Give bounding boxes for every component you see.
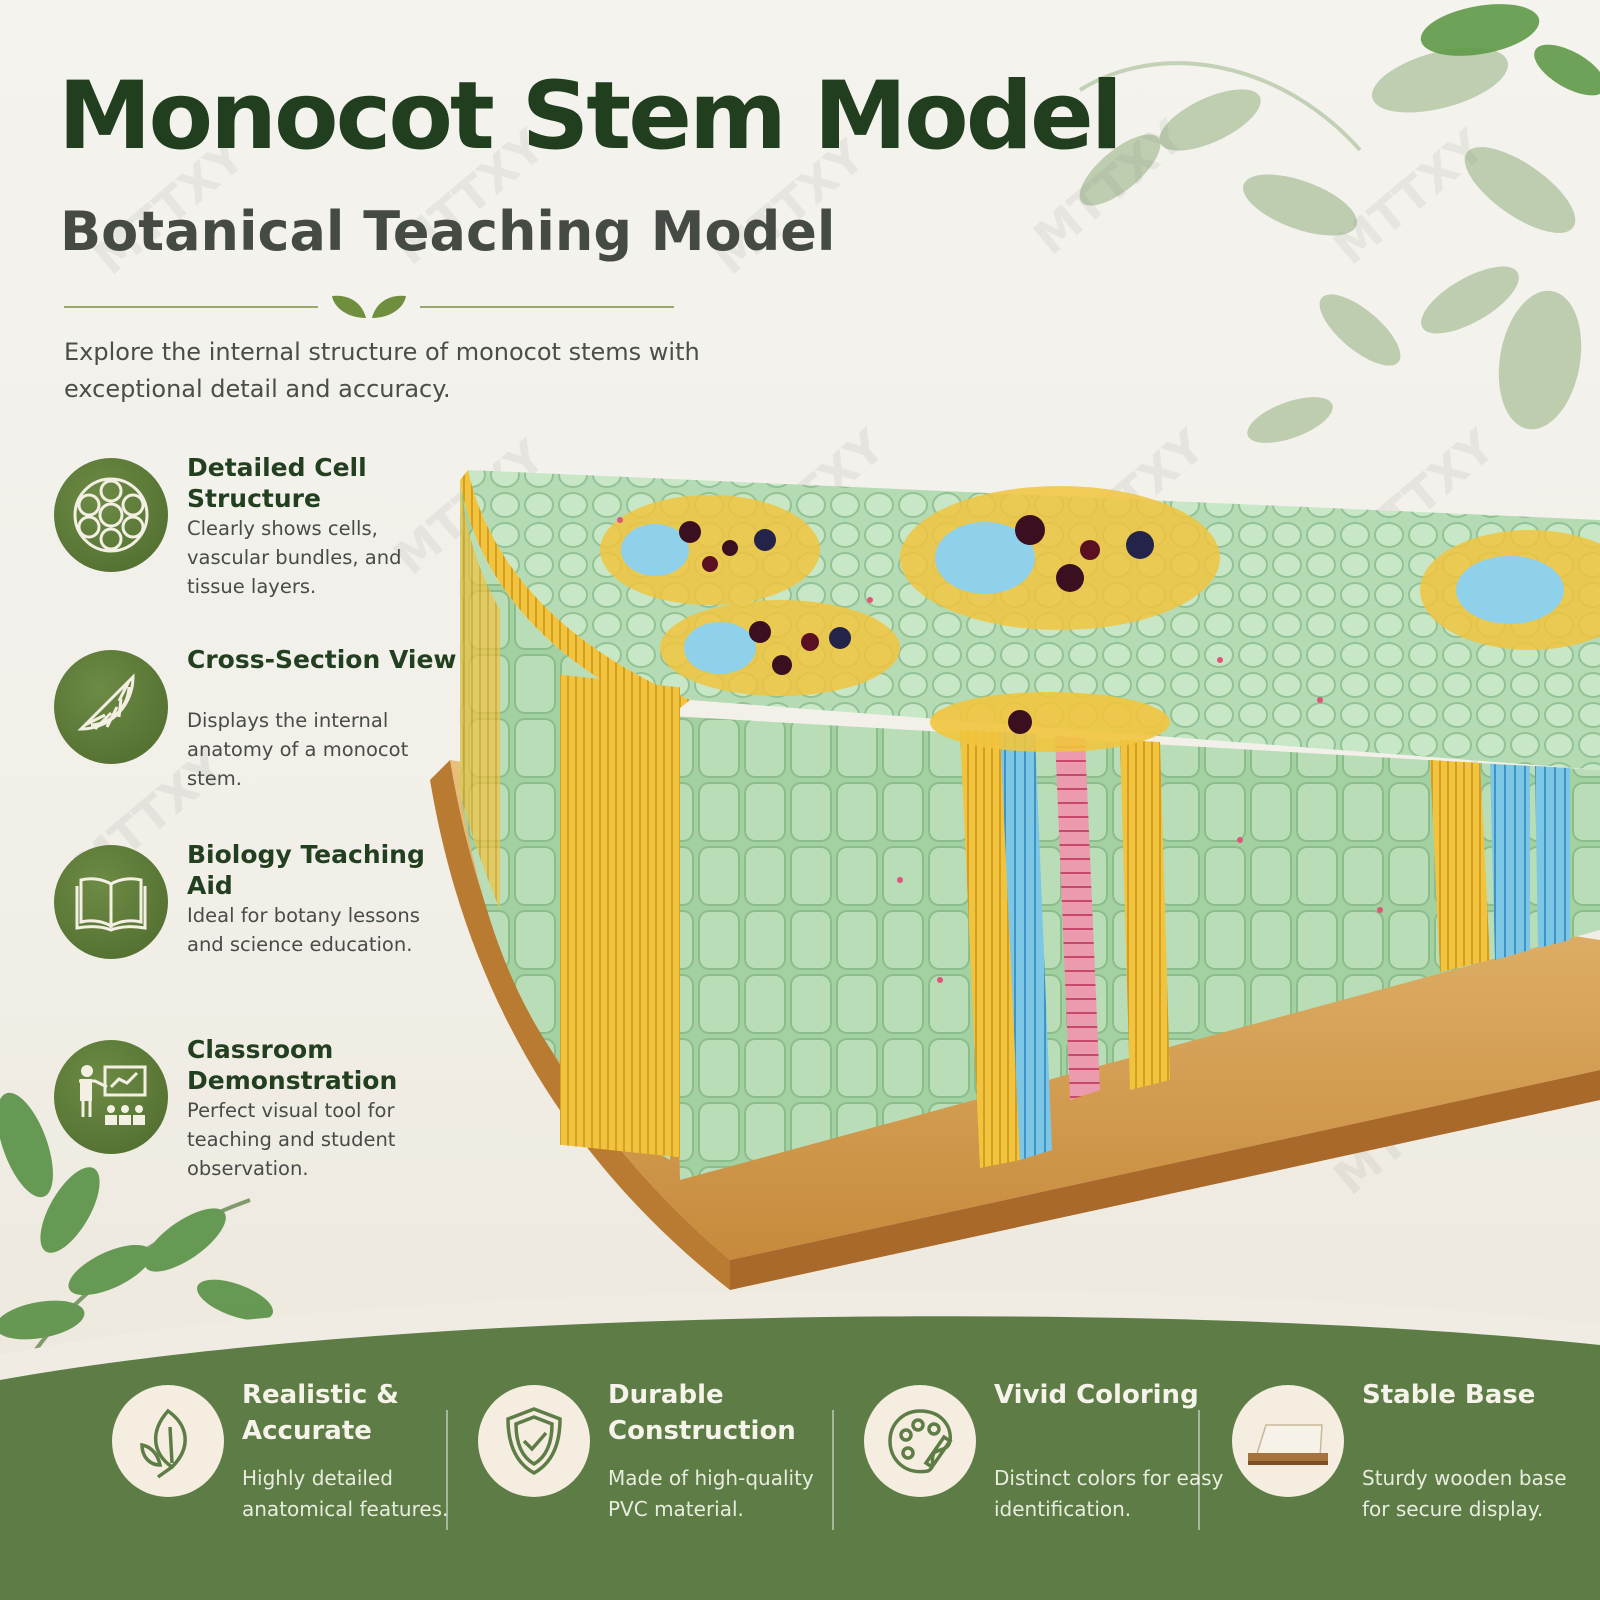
bottom-band-background — [0, 1290, 1600, 1600]
feature-classroom-demonstration: Classroom Demonstration Perfect visual t… — [54, 1035, 474, 1220]
bottom-feature-vivid-coloring: Vivid Coloring Distinct colors for easy … — [864, 1380, 1224, 1535]
leaf-icon — [140, 1408, 187, 1479]
feature-title: Biology Teaching Aid — [187, 840, 425, 900]
feature-description: Clearly shows cells, vascular bundles, a… — [187, 517, 402, 598]
bottom-feature-stable-base: Stable Base Sturdy wooden base for secur… — [1232, 1380, 1592, 1535]
monocot-stem-model-image — [430, 470, 1600, 1290]
cell-structure-icon — [73, 477, 149, 553]
bottom-feature-title: Realistic & Accurate — [242, 1380, 399, 1446]
feature-description: Displays the internal anatomy of a monoc… — [187, 709, 409, 790]
palette-icon — [888, 1409, 953, 1474]
vascular-bundle — [600, 495, 820, 605]
bottom-feature-realistic-accurate: Realistic & Accurate Highly detailed ana… — [112, 1380, 472, 1535]
leaf-pair-icon — [332, 295, 406, 318]
title-divider — [64, 292, 674, 322]
feature-biology-teaching-aid: Biology Teaching Aid Ideal for botany le… — [54, 840, 474, 1025]
bottom-feature-title: Stable Base — [1362, 1380, 1536, 1410]
bottom-feature-description: Highly detailed anatomical features. — [242, 1466, 449, 1521]
cross-section-icon — [77, 673, 135, 731]
bottom-feature-durable-construction: Durable Construction Made of high-qualit… — [478, 1380, 838, 1535]
feature-description: Ideal for botany lessons and science edu… — [187, 904, 420, 956]
watermark: MTTXY — [1323, 118, 1495, 276]
bottom-feature-description: Sturdy wooden base for secure display. — [1362, 1466, 1567, 1521]
feature-detailed-cell-structure: Detailed Cell Structure Clearly shows ce… — [54, 453, 474, 638]
bottom-feature-title: Vivid Coloring — [994, 1380, 1199, 1410]
feature-cross-section-view: Cross-Section View Displays the internal… — [54, 645, 474, 830]
book-icon — [75, 877, 147, 932]
feature-title: Classroom Demonstration — [187, 1035, 398, 1095]
intro-text: Explore the internal structure of monoco… — [64, 338, 700, 403]
bottom-divider — [832, 1410, 834, 1530]
shield-check-icon — [506, 1407, 562, 1476]
page-title: Monocot Stem Model — [58, 62, 1123, 171]
bottom-divider — [1198, 1410, 1200, 1530]
bottom-feature-title: Durable Construction — [608, 1380, 796, 1446]
page-subtitle: Botanical Teaching Model — [60, 200, 836, 263]
feature-title: Cross-Section View — [187, 645, 457, 674]
wooden-base-icon — [1248, 1424, 1328, 1465]
feature-description: Perfect visual tool for teaching and stu… — [187, 1099, 396, 1180]
vascular-bundle — [660, 600, 900, 696]
vascular-bundle — [900, 486, 1220, 630]
vascular-bundle — [1420, 530, 1600, 650]
bottom-divider — [446, 1410, 448, 1530]
bottom-feature-description: Distinct colors for easy identification. — [994, 1466, 1224, 1521]
feature-title: Detailed Cell Structure — [187, 453, 367, 513]
bottom-feature-description: Made of high-quality PVC material. — [608, 1466, 814, 1521]
teacher-icon — [79, 1065, 147, 1125]
